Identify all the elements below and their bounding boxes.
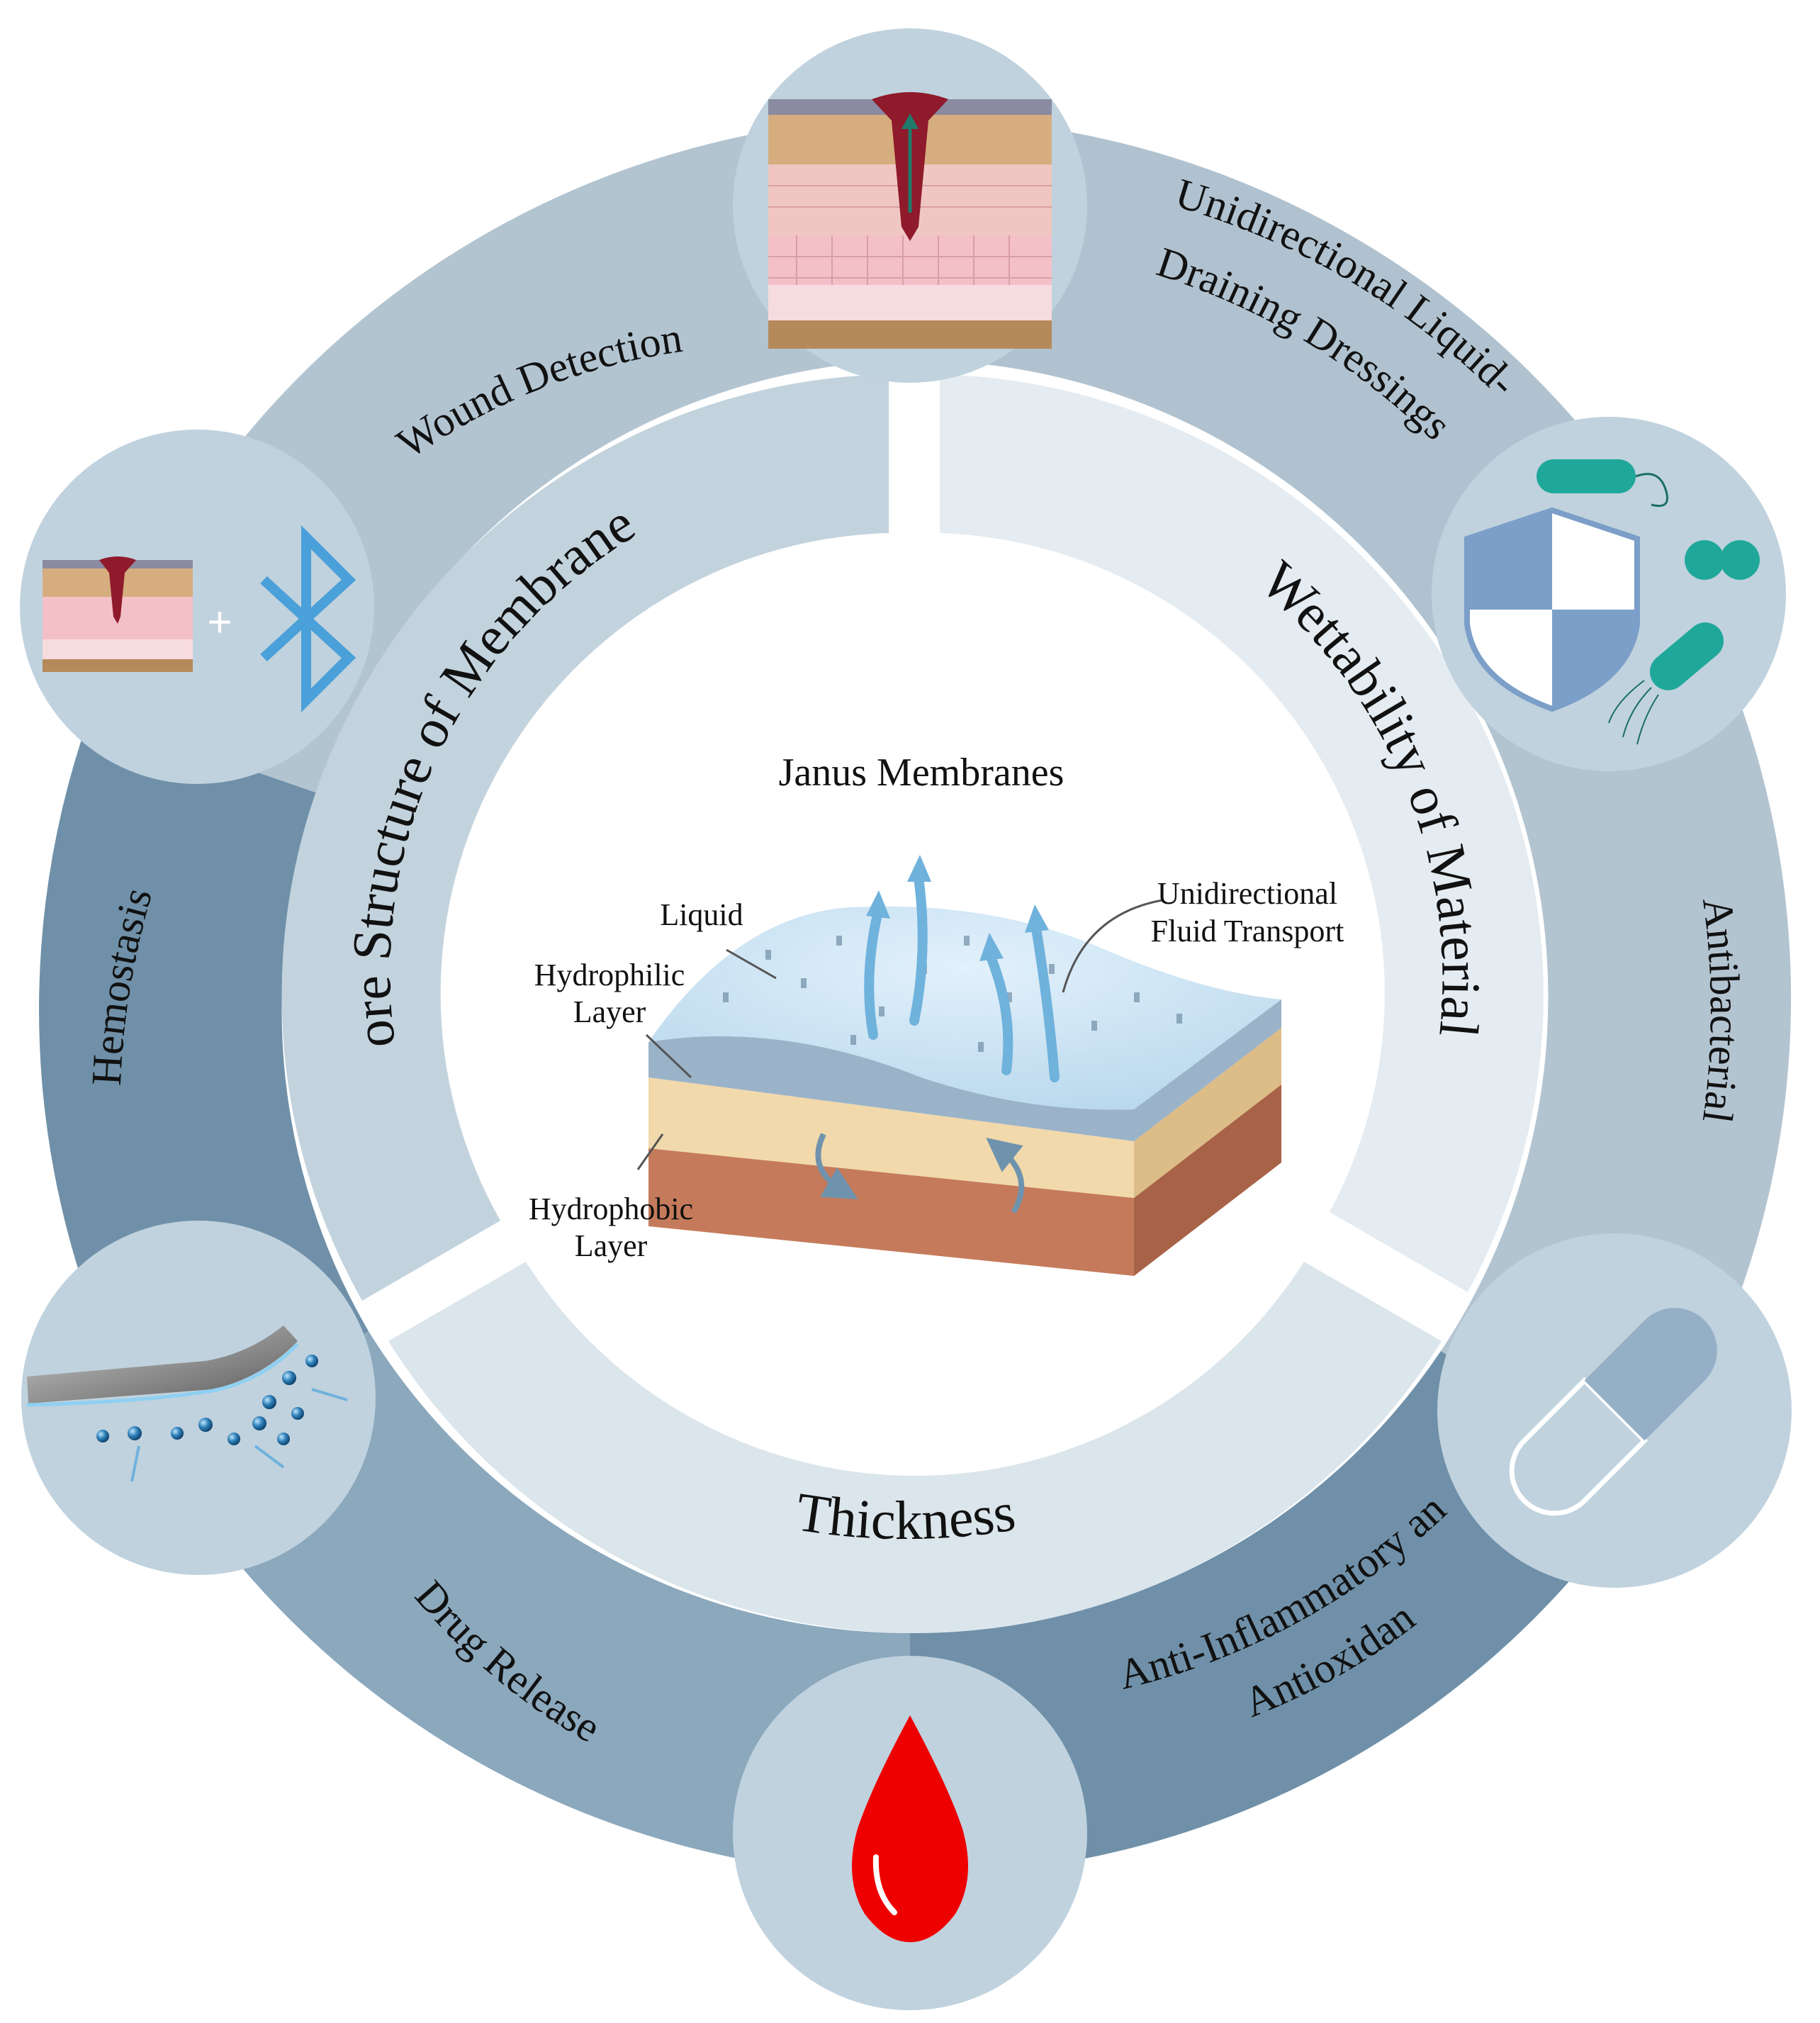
node-circle-upper-left — [20, 430, 374, 784]
drug-release-film-icon — [26, 1326, 348, 1482]
skin-wound-drainage-icon — [768, 92, 1052, 349]
label-liquid: Liquid — [660, 897, 743, 932]
inner-sector-pore — [281, 374, 889, 1301]
label-transport-line1: Unidirectional — [1157, 876, 1337, 911]
capsule-icon — [1509, 1308, 1717, 1516]
hydrophilic-layer — [648, 999, 1281, 1141]
plus-sign: + — [207, 598, 232, 646]
label-hydrophobic-line1: Hydrophobic — [529, 1192, 693, 1226]
bacteria-diplococcus-icon — [1685, 540, 1724, 580]
middle-layer — [648, 1028, 1281, 1198]
wound-bluetooth-sensor-icon: + — [43, 525, 356, 712]
label-thickness: Thickness — [792, 1480, 1019, 1551]
blood-drop-icon — [852, 1715, 968, 1942]
label-hydrophilic-line1: Hydrophilic — [534, 958, 685, 992]
hydrophobic-layer-side — [1134, 1085, 1281, 1276]
center-title: Janus Membranes — [779, 751, 1065, 795]
label-transport-line2: Fluid Transport — [1151, 914, 1344, 948]
inner-sector-wettability — [940, 374, 1544, 1292]
liquid-surface — [648, 906, 1281, 1110]
label-antibacterial: Antibacterial — [1694, 895, 1748, 1126]
node-circle-lower-left — [21, 1221, 376, 1575]
hydrophobic-layer — [648, 1085, 1281, 1276]
antibacterial-shield-icon — [1464, 459, 1760, 745]
bacteria-flagellated-icon — [1649, 622, 1724, 690]
bluetooth-icon — [260, 525, 356, 712]
label-hydrophilic-line2: Layer — [573, 994, 646, 1029]
label-hydrophobic-line2: Layer — [575, 1228, 648, 1263]
fluid-transport-arrows — [864, 873, 1060, 1082]
inner-sector-thickness — [388, 1262, 1442, 1633]
janus-membrane-illustration: Janus Membranes — [529, 751, 1344, 1276]
bacteria-rod-icon — [1537, 459, 1636, 493]
